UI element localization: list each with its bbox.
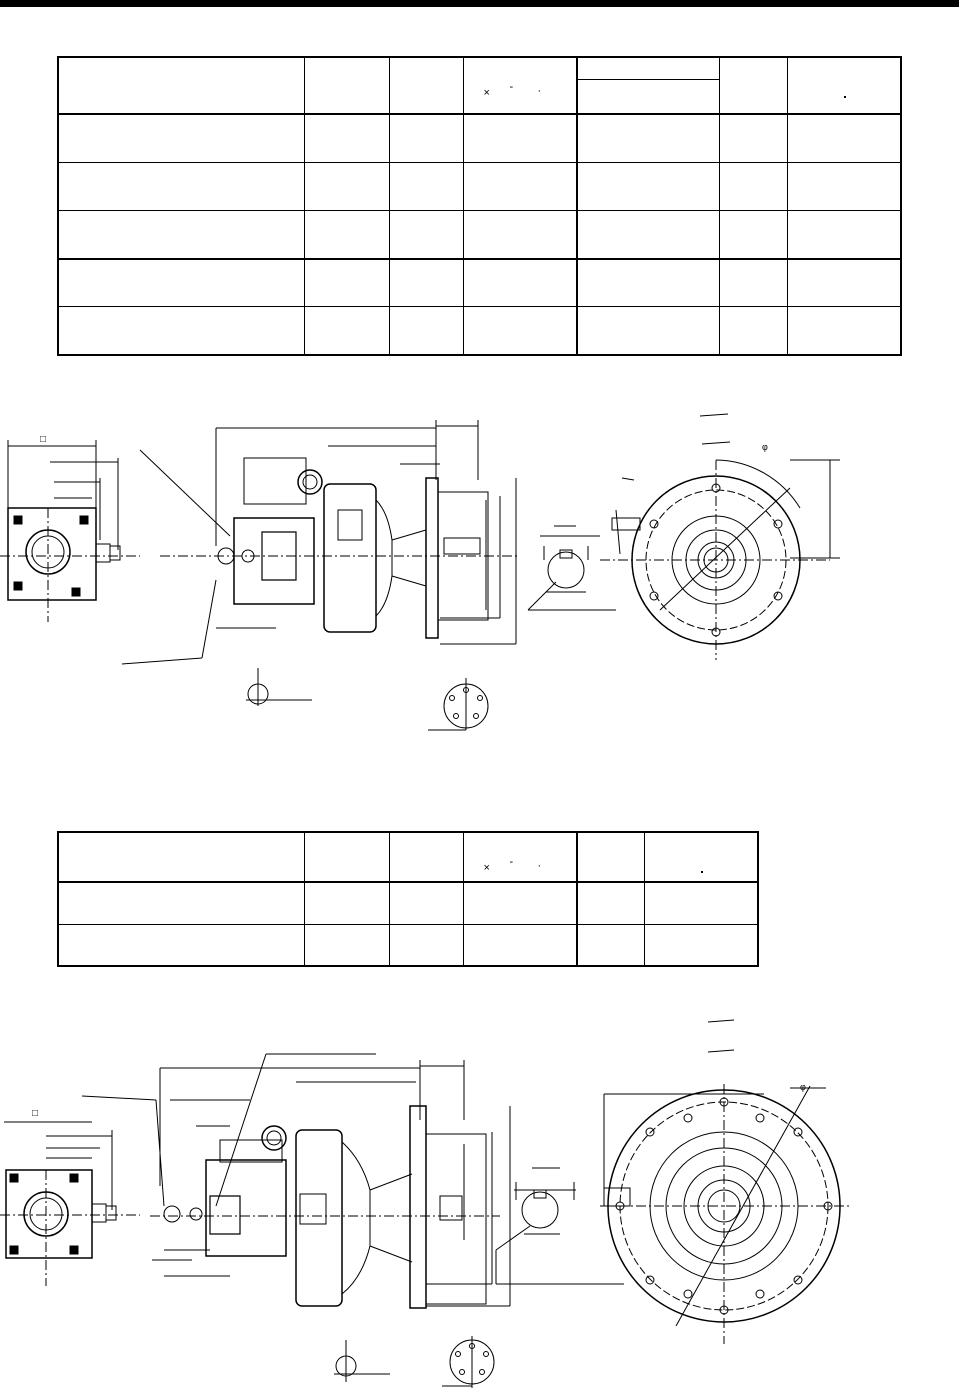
dot-mark (843, 96, 846, 98)
table-a-header-split-cell (576, 56, 720, 116)
table-a-header-cell: × - · (462, 56, 578, 116)
table-row (57, 161, 902, 212)
motor-end-view-a (0, 440, 140, 622)
flange-front-view-a (600, 414, 840, 660)
times-sign: × (483, 87, 490, 99)
table-row (57, 306, 902, 356)
specification-table-b: × - · (57, 831, 759, 967)
table-a-header-cell (388, 56, 464, 116)
shaft-key-detail-a (528, 526, 616, 610)
times-sign: × (483, 862, 490, 874)
table-a-header-cell (303, 56, 390, 116)
detail-circles-a (246, 668, 488, 730)
table-a-header-row: × - · (57, 56, 902, 116)
dot-mark: · (537, 85, 542, 97)
table-row (57, 113, 902, 163)
gearmotor-side-view-a (122, 420, 520, 664)
table-a-header-cell (57, 56, 305, 116)
detail-circles-b (334, 1336, 494, 1388)
table-row (57, 210, 902, 260)
table-row (57, 923, 759, 967)
square-symbol: □ (32, 1108, 38, 1119)
dot-mark (700, 871, 703, 873)
table-a-header-cell (718, 56, 788, 116)
motor-end-view-b (0, 1122, 140, 1286)
phi-symbol: φ (800, 1082, 806, 1092)
table-row (57, 258, 902, 308)
square-symbol: □ (40, 434, 46, 445)
shaft-key-detail-b (496, 1168, 624, 1284)
dot-mark: · (537, 860, 542, 872)
page-top-rule (0, 0, 959, 7)
dash-mark: - (509, 81, 514, 93)
specification-table-a: × - · (57, 56, 902, 356)
phi-symbol: φ (762, 442, 768, 452)
table-a-header-cell (786, 56, 902, 116)
flange-front-view-b (600, 1020, 850, 1344)
dash-mark: - (509, 856, 514, 868)
table-row (57, 881, 759, 925)
gearmotor-side-view-b (82, 1054, 510, 1308)
dimension-drawing-a: □ φ (0, 400, 959, 740)
table-b-header-row: × - · (57, 831, 759, 883)
dimension-drawing-b: □ φ (0, 1010, 959, 1389)
